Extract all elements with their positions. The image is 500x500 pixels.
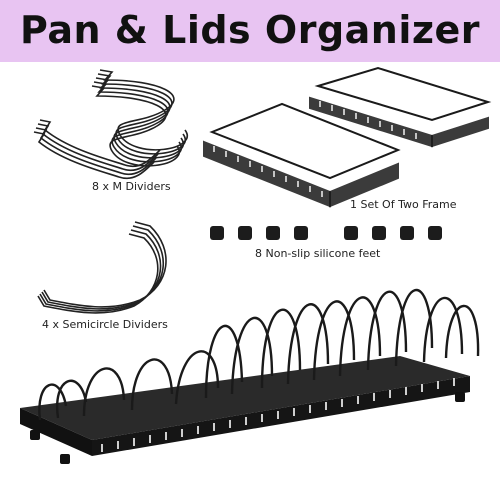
m-dividers-caption: 8 x M Dividers — [92, 180, 171, 193]
feet-caption: 8 Non-slip silicone feet — [255, 247, 381, 260]
frames-image — [203, 66, 492, 208]
assembled-organizer-image — [20, 288, 480, 464]
semicircle-caption: 4 x Semicircle Dividers — [42, 318, 168, 331]
page-title: Pan & Lids Organizer — [19, 8, 480, 52]
silicone-feet-image — [210, 226, 442, 240]
m-dividers-image — [33, 69, 189, 180]
title-banner: Pan & Lids Organizer — [0, 0, 500, 62]
frame-slots — [213, 101, 417, 197]
semicircle-divider-image — [37, 221, 167, 314]
frames-caption: 1 Set Of Two Frame — [350, 198, 457, 211]
